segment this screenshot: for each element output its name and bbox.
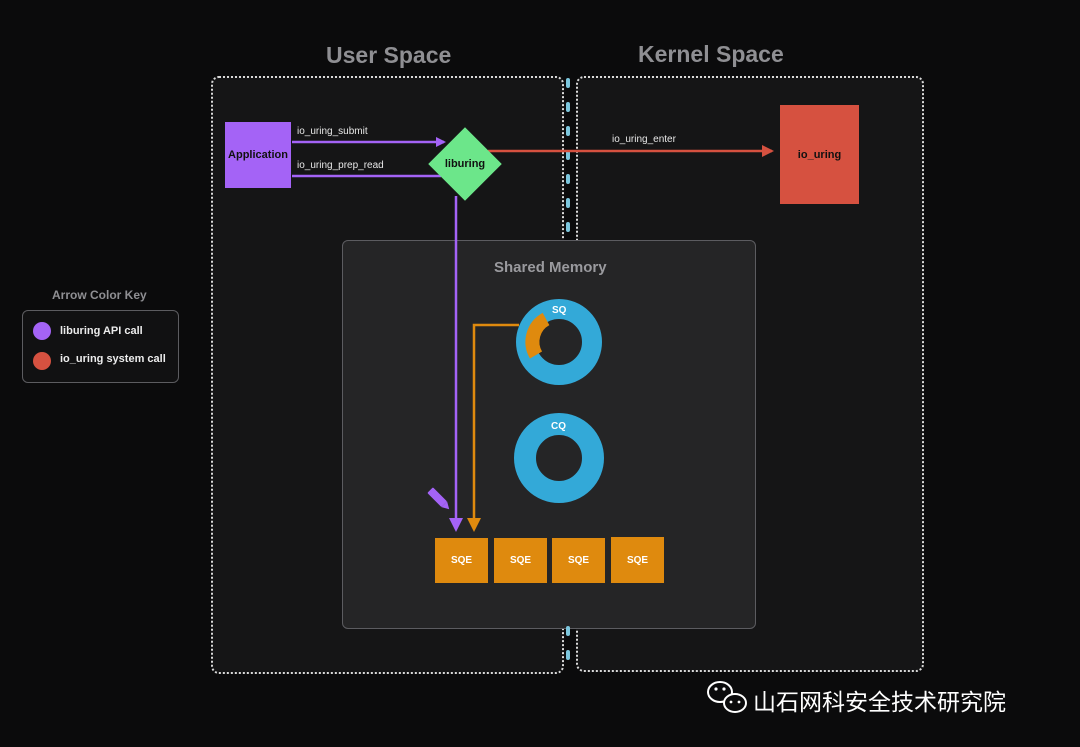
pencil-icon: [427, 487, 450, 510]
sqe-box: SQE: [494, 538, 547, 583]
liburing-to-sqe-arrowhead: [449, 518, 463, 532]
key-item-label: liburing API call: [60, 325, 143, 337]
io-uring-node: io_uring: [780, 105, 859, 204]
sqe-label: SQE: [509, 555, 532, 566]
prep-read-label: io_uring_prep_read: [297, 160, 384, 171]
cq-ring: [514, 413, 604, 503]
submit-label: io_uring_submit: [297, 126, 368, 137]
user-space-title: User Space: [326, 42, 452, 68]
sqe-box: SQE: [611, 537, 664, 583]
sqe-box: SQE: [552, 538, 605, 583]
sq-to-sqe-line: [472, 323, 519, 520]
kernel-space-title: Kernel Space: [638, 41, 784, 67]
enter-label: io_uring_enter: [612, 134, 676, 145]
sq-to-sqe-arrowhead: [467, 518, 481, 532]
red-key-dot: [33, 352, 51, 370]
sq-label: SQ: [552, 305, 567, 316]
application-node: Application: [225, 122, 291, 188]
io-uring-label: io_uring: [797, 148, 842, 161]
sqe-label: SQE: [567, 555, 590, 566]
watermark-text: 山石网科安全技术研究院: [753, 690, 1006, 716]
purple-key-dot: [33, 322, 51, 340]
key-title: Arrow Color Key: [52, 288, 147, 302]
sq-ring: [516, 299, 602, 385]
arrow-color-key: liburing API call io_uring system call: [22, 310, 179, 383]
cq-label: CQ: [551, 421, 566, 432]
application-label: Application: [228, 149, 288, 161]
sqe-box: SQE: [435, 538, 488, 583]
key-item-label: io_uring system call: [60, 353, 166, 365]
sqe-label: SQE: [626, 554, 649, 566]
liburing-label: liburing: [444, 158, 486, 170]
sqe-label: SQE: [450, 555, 473, 566]
wechat-icon: [707, 681, 747, 713]
shared-memory-title: Shared Memory: [494, 259, 607, 276]
